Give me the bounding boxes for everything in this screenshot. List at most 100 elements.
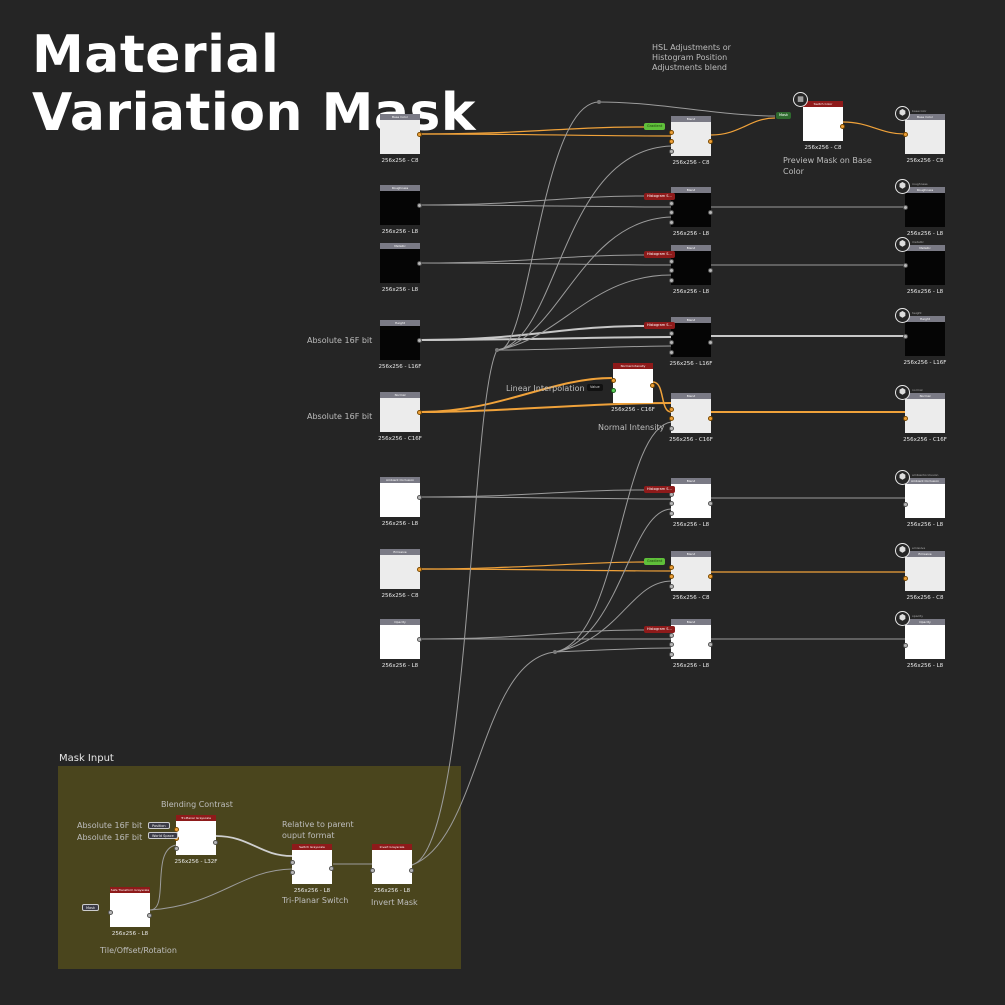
output-port[interactable] [650, 383, 655, 388]
switch-grayscale-node[interactable]: Switch Grayscale 256x256 - L8 [290, 844, 334, 894]
input-node-emissive[interactable]: Emissive 256x256 - C8 [380, 549, 422, 599]
output-cube-icon[interactable]: ⬢ [895, 470, 910, 485]
input-port[interactable] [669, 584, 674, 589]
gradient-node-tag[interactable]: Gradient [644, 123, 666, 130]
input-port[interactable] [669, 350, 674, 355]
input-port[interactable] [669, 633, 674, 638]
position-input-tag[interactable]: Position [148, 822, 170, 829]
output-port[interactable] [409, 868, 414, 873]
output-port[interactable] [417, 338, 422, 343]
input-port[interactable] [903, 643, 908, 648]
normal-intensity-node[interactable]: Normal Intensity 256x256 - C16F [611, 363, 655, 413]
output-port[interactable] [417, 132, 422, 137]
checker-icon[interactable]: ▦ [793, 92, 808, 107]
input-port[interactable] [669, 407, 674, 412]
input-port[interactable] [903, 576, 908, 581]
output-cube-icon[interactable]: ⬢ [895, 611, 910, 626]
output-node-normal[interactable]: Normal 256x256 - C16F [903, 393, 947, 443]
input-port[interactable] [669, 278, 674, 283]
output-port[interactable] [708, 139, 713, 144]
input-port[interactable] [290, 860, 295, 865]
output-node-emissive[interactable]: Emissive 256x256 - C8 [903, 551, 945, 601]
input-port[interactable] [669, 139, 674, 144]
input-port[interactable] [903, 502, 908, 507]
input-port[interactable] [669, 642, 674, 647]
output-port[interactable] [840, 124, 845, 129]
histogram-node-tag[interactable]: Histogram S... [644, 251, 675, 258]
histogram-node-tag[interactable]: Histogram S... [644, 486, 675, 493]
input-port[interactable] [903, 205, 908, 210]
input-port[interactable] [669, 130, 674, 135]
input-port[interactable] [669, 259, 674, 264]
input-node-opacity[interactable]: Opacity 256x256 - L8 [380, 619, 422, 669]
gradient-node-tag[interactable]: Gradient [644, 558, 666, 565]
input-port[interactable] [669, 268, 674, 273]
output-cube-icon[interactable]: ⬢ [895, 308, 910, 323]
output-port[interactable] [417, 495, 422, 500]
reroute-dot[interactable] [553, 650, 557, 654]
output-node-opacity[interactable]: Opacity 256x256 - L8 [903, 619, 945, 669]
output-port[interactable] [708, 268, 713, 273]
output-port[interactable] [708, 416, 713, 421]
output-port[interactable] [417, 637, 422, 642]
input-port[interactable] [903, 263, 908, 268]
reroute-dot[interactable] [597, 100, 601, 104]
input-port[interactable] [669, 565, 674, 570]
safe-transform-node[interactable]: Safe Transform Grayscale 256x256 - L8 [108, 887, 152, 937]
input-port[interactable] [669, 574, 674, 579]
output-port[interactable] [708, 340, 713, 345]
output-node-ambient-occlusion[interactable]: Ambient Occlusion 256x256 - L8 [903, 478, 945, 528]
input-port[interactable] [669, 501, 674, 506]
input-port[interactable] [903, 132, 908, 137]
output-port[interactable] [708, 210, 713, 215]
mask-input-tag[interactable]: Mask [776, 112, 792, 119]
input-port[interactable] [611, 388, 616, 393]
output-node-roughness[interactable]: Roughness 256x256 - L8 [903, 187, 945, 237]
input-port[interactable] [669, 201, 674, 206]
input-port[interactable] [669, 331, 674, 336]
output-cube-icon[interactable]: ⬢ [895, 106, 910, 121]
histogram-node-tag[interactable]: Histogram S... [644, 626, 675, 633]
blend-node-metallic[interactable]: Blend 256x256 - L8 [669, 245, 713, 295]
output-cube-icon[interactable]: ⬢ [895, 179, 910, 194]
output-port[interactable] [329, 866, 334, 871]
input-node-height[interactable]: Height 256x256 - L16F [379, 320, 422, 370]
input-port[interactable] [669, 340, 674, 345]
input-port[interactable] [669, 220, 674, 225]
input-port[interactable] [669, 149, 674, 154]
blend-node-height[interactable]: Blend 256x256 - L16F [669, 317, 713, 367]
histogram-node-tag[interactable]: Histogram S... [644, 193, 675, 200]
input-port[interactable] [669, 210, 674, 215]
output-node-base-color[interactable]: Base Color 256x256 - C8 [903, 114, 945, 164]
reroute-dot[interactable] [495, 348, 499, 352]
input-node-base-color[interactable]: Base Color 256x256 - C8 [380, 114, 422, 164]
output-port[interactable] [417, 203, 422, 208]
input-port[interactable] [669, 652, 674, 657]
input-port[interactable] [903, 334, 908, 339]
blend-node-normal[interactable]: Blend 256x256 - C16F [669, 393, 713, 443]
input-node-roughness[interactable]: Roughness 256x256 - L8 [380, 185, 422, 235]
blend-node-ambient-occlusion[interactable]: Blend 256x256 - L8 [669, 478, 713, 528]
input-port[interactable] [370, 868, 375, 873]
input-node-normal[interactable]: Normal 256x256 - C16F [378, 392, 422, 442]
output-cube-icon[interactable]: ⬢ [895, 543, 910, 558]
input-port[interactable] [290, 870, 295, 875]
output-node-metallic[interactable]: Metallic 256x256 - L8 [903, 245, 945, 295]
input-node-metallic[interactable]: Metallic 256x256 - L8 [380, 243, 422, 293]
input-port[interactable] [669, 416, 674, 421]
output-port[interactable] [147, 913, 152, 918]
input-port[interactable] [108, 910, 113, 915]
blend-node-roughness[interactable]: Blend 256x256 - L8 [669, 187, 713, 237]
world-space-input-tag[interactable]: World Space [148, 832, 178, 839]
input-port[interactable] [903, 416, 908, 421]
output-port[interactable] [417, 410, 422, 415]
input-port[interactable] [669, 426, 674, 431]
output-port[interactable] [417, 261, 422, 266]
histogram-node-tag[interactable]: Histogram S... [644, 322, 675, 329]
output-cube-icon[interactable]: ⬢ [895, 385, 910, 400]
output-port[interactable] [708, 501, 713, 506]
output-cube-icon[interactable]: ⬢ [895, 237, 910, 252]
value-input-tag[interactable]: Value [587, 384, 603, 391]
blend-node-base-color[interactable]: Blend 256x256 - C8 [669, 116, 713, 166]
invert-grayscale-node[interactable]: Invert Grayscale 256x256 - L8 [370, 844, 414, 894]
